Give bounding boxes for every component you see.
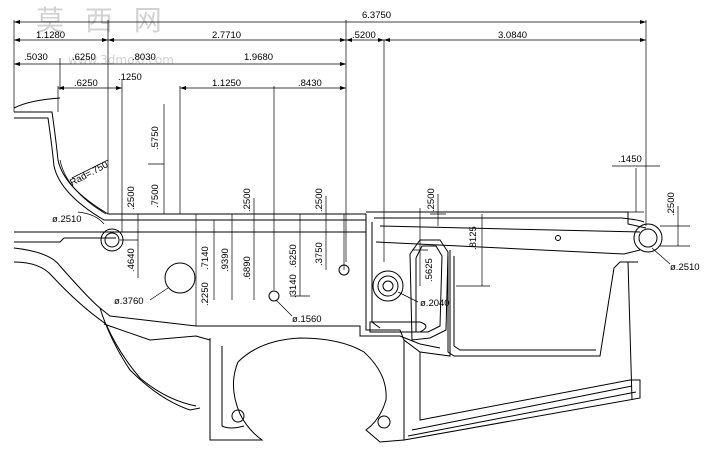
front-step (627, 261, 633, 401)
bolt-catch-inner (415, 245, 443, 333)
dim-7500: .7500 (150, 184, 161, 208)
dia-2040: ø.2040 (420, 298, 450, 309)
dim-5200: .5200 (352, 30, 376, 41)
dim-3-0840: 3.0840 (498, 30, 527, 41)
front-lower-line (375, 241, 641, 255)
magwell-body (403, 340, 641, 441)
dim-2500-e: .2500 (666, 192, 677, 216)
dim-2250: .2250 (200, 282, 211, 306)
front-pin-hole-outer (633, 223, 663, 253)
magwell-side-2 (453, 256, 596, 351)
magazine-catch-hole-outer (372, 270, 404, 302)
radius-label: Rad=.750 (68, 159, 110, 188)
dim-5030: .5030 (24, 52, 48, 63)
dim-2500-a: .2500 (126, 186, 137, 210)
dimension-lines (13, 20, 690, 326)
upper-rail-line (14, 111, 366, 215)
magwell-inner (371, 222, 381, 329)
hammer-pin-hole (164, 262, 196, 294)
radius-arc (59, 159, 107, 215)
trigger-guard-outer (209, 337, 405, 443)
dia-2510-left: ø.2510 (52, 214, 82, 225)
dim-1-1280: 1.1280 (36, 30, 65, 41)
grip-rear-inner (105, 323, 197, 407)
dim-7140: .7140 (200, 246, 211, 270)
front-top-2 (374, 217, 645, 223)
dim-1450: .1450 (618, 154, 642, 165)
bolt-catch (409, 239, 449, 341)
dim-3750: .3750 (314, 242, 325, 266)
body-line-2 (14, 237, 116, 243)
magwell-bottom-inner-2 (411, 385, 633, 431)
watermark-url: www.3dmoxi.com (68, 53, 174, 67)
watermark: 莫 西 网 www.3dmoxi.com (36, 4, 174, 67)
dia-1560: ø.1560 (292, 314, 322, 325)
dim-6250-b: .6250 (74, 78, 98, 89)
dia-3760: ø.3760 (114, 296, 144, 307)
dim-2500-c: .2500 (314, 188, 325, 212)
dim-9390: .9390 (220, 248, 231, 272)
buffer-area (13, 247, 197, 327)
dim-1-1250: 1.1250 (212, 78, 241, 89)
buffer-area-2 (13, 261, 107, 325)
dim-6890: .6890 (242, 256, 253, 280)
dim-1-9680: 1.9680 (244, 52, 273, 63)
pin-holes (100, 223, 663, 302)
dim-2500-b: .2500 (242, 188, 253, 212)
trigger-pin-hole (268, 290, 280, 302)
grip-lower (103, 323, 211, 341)
body-bottom (196, 325, 441, 349)
front-pin-hole-inner (638, 228, 658, 248)
receiver-rear-contour (13, 97, 61, 109)
dim-3140: .3140 (288, 274, 299, 298)
receiver-outline (13, 97, 647, 443)
dim-overall: 6.3750 (362, 10, 391, 21)
magazine-catch-hole-inner (382, 280, 394, 292)
front-inner-line (379, 225, 641, 233)
dim-4640: .4640 (126, 248, 137, 272)
dim-6250-c: .6250 (288, 244, 299, 268)
trigger-guard-inner (221, 346, 245, 429)
front-top (366, 211, 647, 229)
dim-5625: .5625 (424, 258, 435, 282)
upper-rail-line-2 (14, 117, 366, 221)
guard-pin-front (377, 415, 391, 429)
watermark-title: 莫 西 网 (36, 4, 168, 37)
magazine-catch-hole-mid (377, 275, 399, 297)
slot (369, 321, 427, 333)
grip-rear (99, 307, 201, 411)
dim-8030: .8030 (132, 52, 156, 63)
rear-pin-hole-inner (104, 232, 120, 248)
guard-pin-rear (231, 409, 245, 423)
dim-2500-d: .2500 (426, 188, 437, 212)
dim-2-7710: 2.7710 (212, 30, 241, 41)
magwell-side (447, 256, 638, 357)
dia-2510-right: ø.2510 (670, 262, 700, 273)
dim-5750: .5750 (150, 126, 161, 150)
dim-8430: .8430 (298, 78, 322, 89)
dim-6250-a: .6250 (72, 52, 96, 63)
dim-1250: .1250 (118, 72, 142, 83)
dim-8125: .8125 (468, 226, 479, 250)
front-small-hole (555, 235, 561, 241)
magwell-bottom-inner (407, 391, 637, 437)
